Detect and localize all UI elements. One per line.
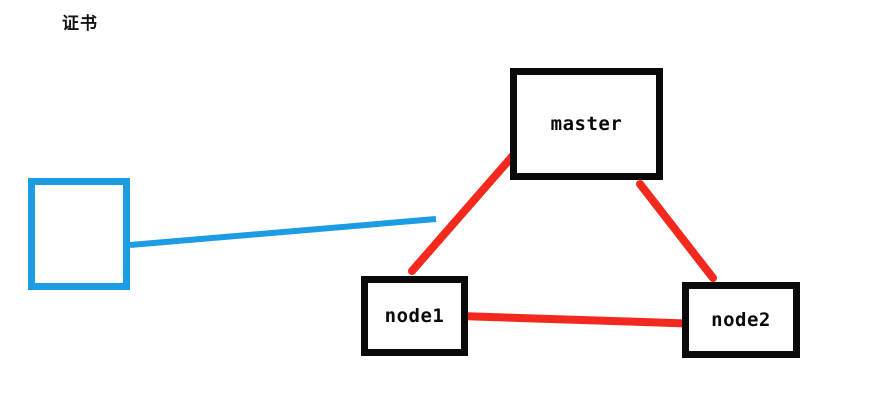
edge-cert-to-master bbox=[129, 216, 437, 248]
node-node1[interactable]: node1 bbox=[361, 276, 468, 356]
node-node2[interactable]: node2 bbox=[682, 282, 800, 358]
edge-node1-to-node2 bbox=[459, 312, 704, 328]
edge-master-to-node2 bbox=[636, 180, 717, 282]
diagram-caption: 证书 bbox=[62, 14, 98, 34]
edge-master-to-node1 bbox=[408, 140, 527, 275]
node-node2-label: node2 bbox=[711, 308, 771, 331]
node-master-label: master bbox=[550, 112, 623, 135]
node-master[interactable]: master bbox=[510, 68, 663, 180]
node-certificate[interactable] bbox=[28, 178, 130, 290]
node-node1-label: node1 bbox=[384, 304, 445, 327]
